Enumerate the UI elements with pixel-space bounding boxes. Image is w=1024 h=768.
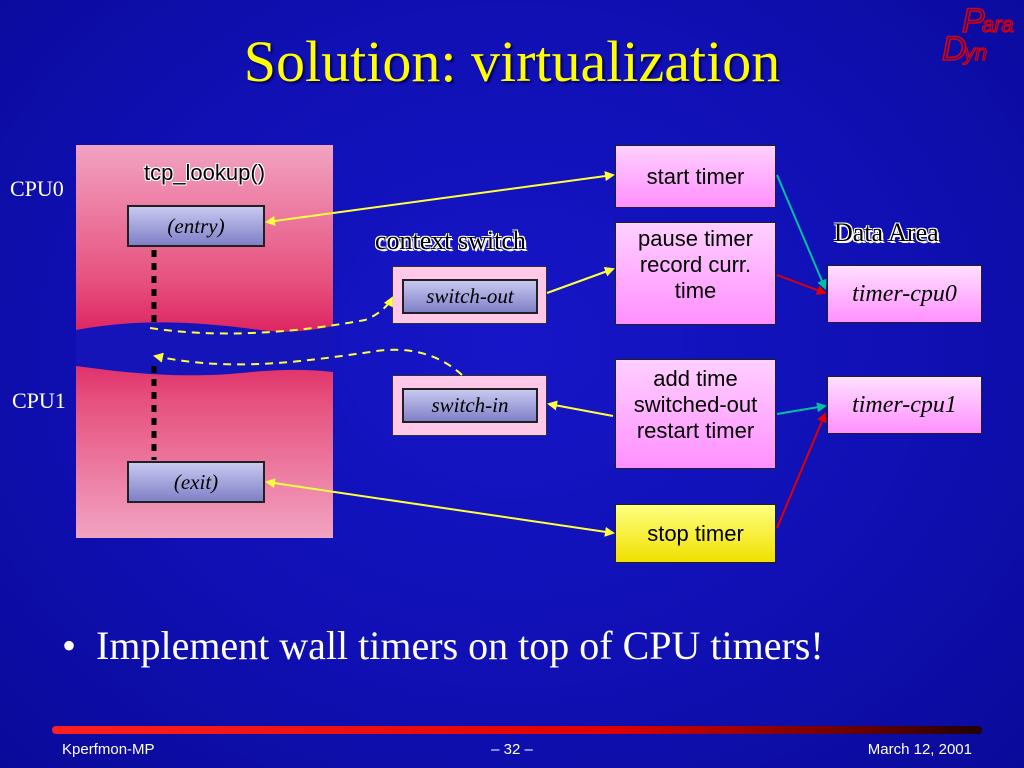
arrow-entry-start bbox=[265, 171, 615, 226]
logo-text-ara: ara bbox=[982, 12, 1014, 37]
footer-left: Kperfmon-MP bbox=[62, 741, 155, 758]
arrow-addtime-switchin bbox=[547, 400, 614, 417]
pause-timer-line-1: pause timer bbox=[638, 226, 753, 251]
entry-box: (entry) bbox=[127, 205, 265, 247]
bullet-text: Implement wall timers on top of CPU time… bbox=[96, 623, 824, 668]
timer-cpu1-box: timer-cpu1 bbox=[827, 376, 982, 434]
pause-timer-line-3: time bbox=[674, 278, 717, 303]
logo-text-yn: yn bbox=[962, 40, 987, 65]
timer-cpu0-box: timer-cpu0 bbox=[827, 265, 982, 323]
arrow-switchout-pause bbox=[546, 267, 615, 294]
bullet-point: • Implement wall timers on top of CPU ti… bbox=[62, 622, 824, 669]
pause-timer-line-2: record curr. bbox=[639, 252, 752, 277]
bullet-icon: • bbox=[62, 623, 97, 668]
cpu0-label: CPU0 bbox=[10, 176, 64, 201]
context-switch-heading: context switch bbox=[375, 226, 526, 255]
function-title: tcp_lookup() bbox=[143, 160, 266, 185]
logo-letter-p: P bbox=[962, 2, 985, 40]
add-time-line-3: restart timer bbox=[636, 418, 755, 443]
logo-letter-d: D bbox=[942, 30, 967, 66]
stop-timer-box: stop timer bbox=[615, 504, 776, 563]
paradyn-logo: P ara D yn bbox=[941, 2, 1014, 66]
arrow-exit-stop bbox=[265, 478, 615, 537]
arrow-addtime-cpu1 bbox=[776, 402, 827, 415]
add-time-line-2: switched-out bbox=[633, 392, 758, 417]
arrow-pause-cpu0 bbox=[776, 274, 827, 295]
switch-out-box: switch-out bbox=[402, 279, 538, 314]
slide-title: Solution: virtualization bbox=[243, 29, 781, 94]
pause-timer-box: pause timer record curr. time bbox=[615, 222, 776, 325]
switch-in-box: switch-in bbox=[402, 388, 538, 423]
dashed-from-switchin bbox=[153, 348, 463, 376]
add-time-box: add time switched-out restart timer bbox=[615, 359, 776, 469]
footer-divider bbox=[52, 726, 982, 734]
arrow-start-cpu0 bbox=[776, 174, 827, 290]
add-time-line-1: add time bbox=[653, 366, 738, 391]
footer-page-number: – 32 – bbox=[491, 741, 533, 758]
arrow-stop-cpu1 bbox=[776, 412, 827, 529]
data-area-heading: Data Area bbox=[834, 218, 939, 247]
cpu1-label: CPU1 bbox=[12, 388, 66, 413]
exit-box: (exit) bbox=[127, 461, 265, 503]
dashed-to-switchout bbox=[149, 296, 393, 335]
footer-date: March 12, 2001 bbox=[867, 741, 972, 758]
start-timer-box: start timer bbox=[615, 145, 776, 208]
